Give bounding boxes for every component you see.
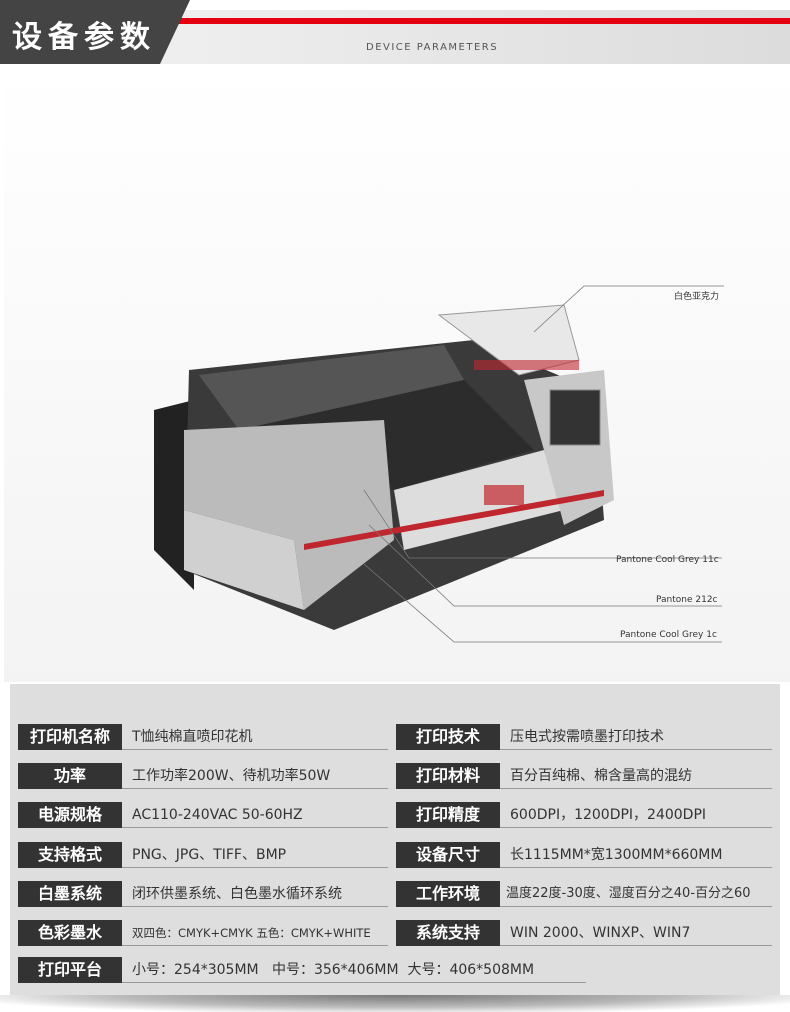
panel-shadow: [0, 995, 790, 1012]
callout-acrylic: 白色亚克力: [674, 292, 720, 302]
callout-cool-grey-11c: Pantone Cool Grey 11c: [616, 555, 719, 565]
callout-pantone-212c: Pantone 212c: [656, 595, 718, 605]
spec-value: 闭环供墨系统、白色墨水循环系统: [122, 881, 388, 907]
spec-label: 打印机名称: [18, 724, 122, 750]
spec-value: WIN 2000、WINXP、WIN7: [500, 920, 772, 946]
spec-row: 打印技术压电式按需喷墨打印技术: [396, 724, 772, 750]
header-title-block: [0, 0, 190, 64]
spec-value: 双四色：CMYK+CMYK 五色：CMYK+WHITE: [122, 920, 388, 946]
spec-row: 色彩墨水双四色：CMYK+CMYK 五色：CMYK+WHITE: [18, 920, 388, 946]
spec-label: 打印材料: [396, 763, 500, 789]
spec-value: 长1115MM*宽1300MM*660MM: [500, 842, 772, 868]
spec-label: 支持格式: [18, 842, 122, 868]
spec-label: 白墨系统: [18, 881, 122, 907]
spec-label: 打印平台: [18, 957, 122, 983]
spec-label: 设备尺寸: [396, 842, 500, 868]
spec-row: 设备尺寸长1115MM*宽1300MM*660MM: [396, 842, 772, 868]
spec-row: 打印材料百分百纯棉、棉含量高的混纺: [396, 763, 772, 789]
spec-value: 小号：254*305MM 中号：356*406MM 大号：406*508MM: [122, 957, 586, 983]
spec-value: 压电式按需喷墨打印技术: [500, 724, 772, 750]
spec-panel: [10, 684, 780, 1000]
spec-label: 工作环境: [396, 881, 500, 907]
spec-label: 功率: [18, 763, 122, 789]
spec-value: AC110-240VAC 50-60HZ: [122, 802, 388, 828]
spec-row: 白墨系统闭环供墨系统、白色墨水循环系统: [18, 881, 388, 907]
page-subtitle: DEVICE PARAMETERS: [366, 42, 499, 53]
spec-value: 600DPI，1200DPI，2400DPI: [500, 802, 772, 828]
spec-row: 打印平台小号：254*305MM 中号：356*406MM 大号：406*508…: [18, 957, 586, 983]
printer-illustration: [154, 285, 724, 643]
spec-value: 百分百纯棉、棉含量高的混纺: [500, 763, 772, 789]
spec-label: 电源规格: [18, 802, 122, 828]
spec-label: 打印精度: [396, 802, 500, 828]
spec-value: 工作功率200W、待机功率50W: [122, 763, 388, 789]
spec-value: PNG、JPG、TIFF、BMP: [122, 842, 388, 868]
spec-label: 色彩墨水: [18, 920, 122, 946]
spec-label: 系统支持: [396, 920, 500, 946]
spec-row: 功率工作功率200W、待机功率50W: [18, 763, 388, 789]
spec-value: T恤纯棉直喷印花机: [122, 724, 388, 750]
callout-cool-grey-1c: Pantone Cool Grey 1c: [620, 630, 717, 640]
printer-image: 白色亚克力 Pantone Cool Grey 11c Pantone 212c…: [4, 70, 790, 682]
spec-label: 打印技术: [396, 724, 500, 750]
spec-row: 工作环境温度22度-30度、湿度百分之40-百分之60: [396, 881, 772, 907]
header-red-line: [170, 18, 790, 24]
page-title: 设备参数: [12, 20, 156, 55]
spec-value: 温度22度-30度、湿度百分之40-百分之60: [500, 881, 772, 907]
